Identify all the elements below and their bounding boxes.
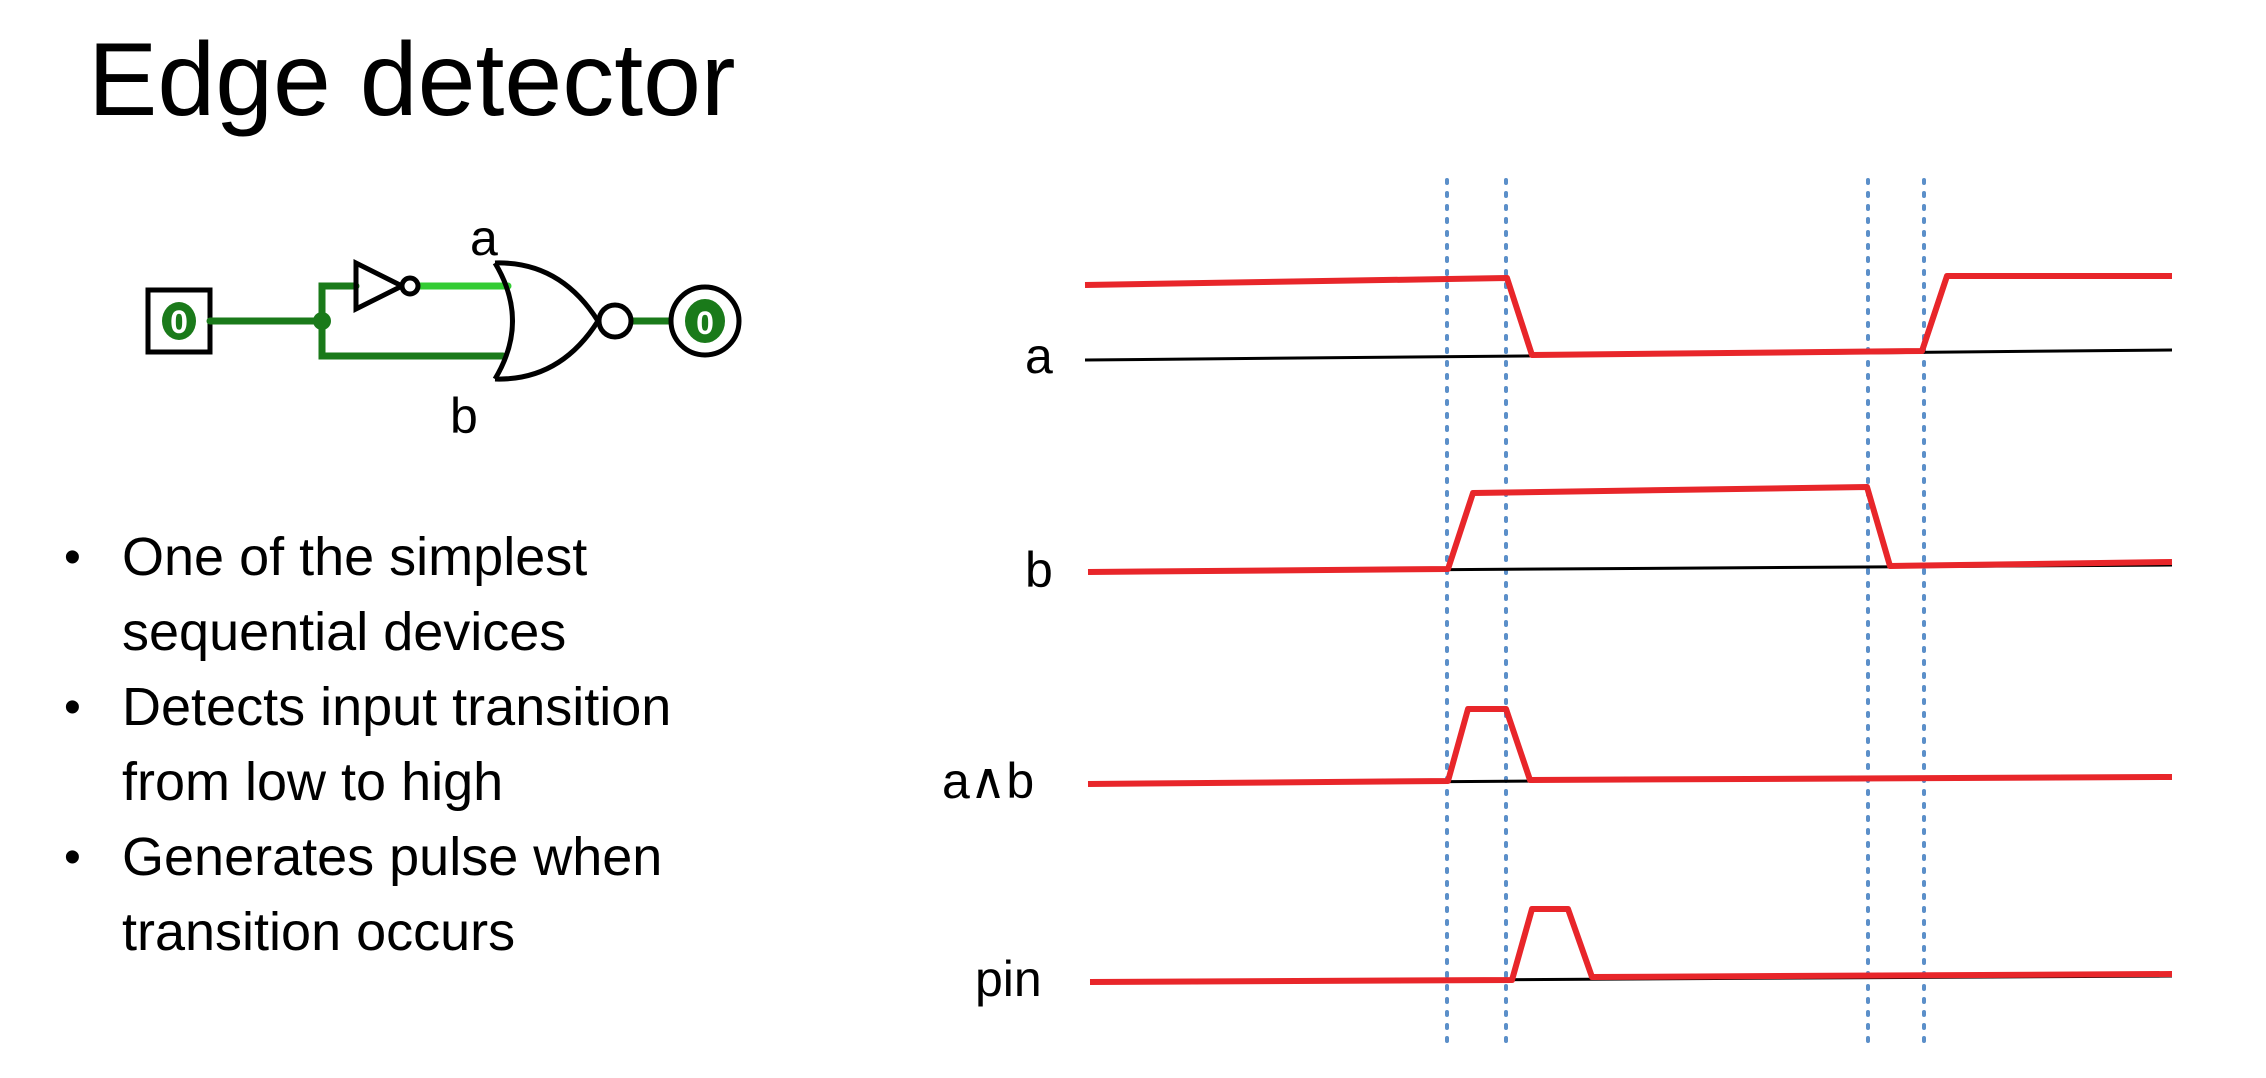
signal-label-a-and-b: a∧b (942, 753, 1034, 809)
not-gate (353, 258, 421, 314)
time-markers (1445, 178, 1926, 1052)
nor-gate (492, 260, 634, 382)
edge-detector-circuit: 0 a b 0 (145, 215, 742, 444)
signal-label-a: a (1025, 328, 1053, 384)
signal-label-b: b (1025, 542, 1053, 598)
circuit-wires (206, 282, 674, 360)
output-value: 0 (696, 305, 714, 341)
waveform-a (1084, 273, 2172, 358)
waveform-a-and-b (1087, 706, 2173, 787)
slide-title: Edge detector (88, 22, 736, 138)
signal-label-pin: pin (975, 951, 1042, 1007)
timing-diagram: a b a∧b pin (942, 178, 2173, 1052)
circuit-label-a: a (470, 215, 498, 266)
waveform-pin (1089, 906, 2173, 985)
output-pin: 0 (668, 284, 742, 358)
input-value: 0 (170, 304, 188, 340)
input-pin: 0 (145, 287, 213, 355)
circuit-label-b: b (450, 388, 478, 444)
waveform-b (1087, 484, 2173, 575)
